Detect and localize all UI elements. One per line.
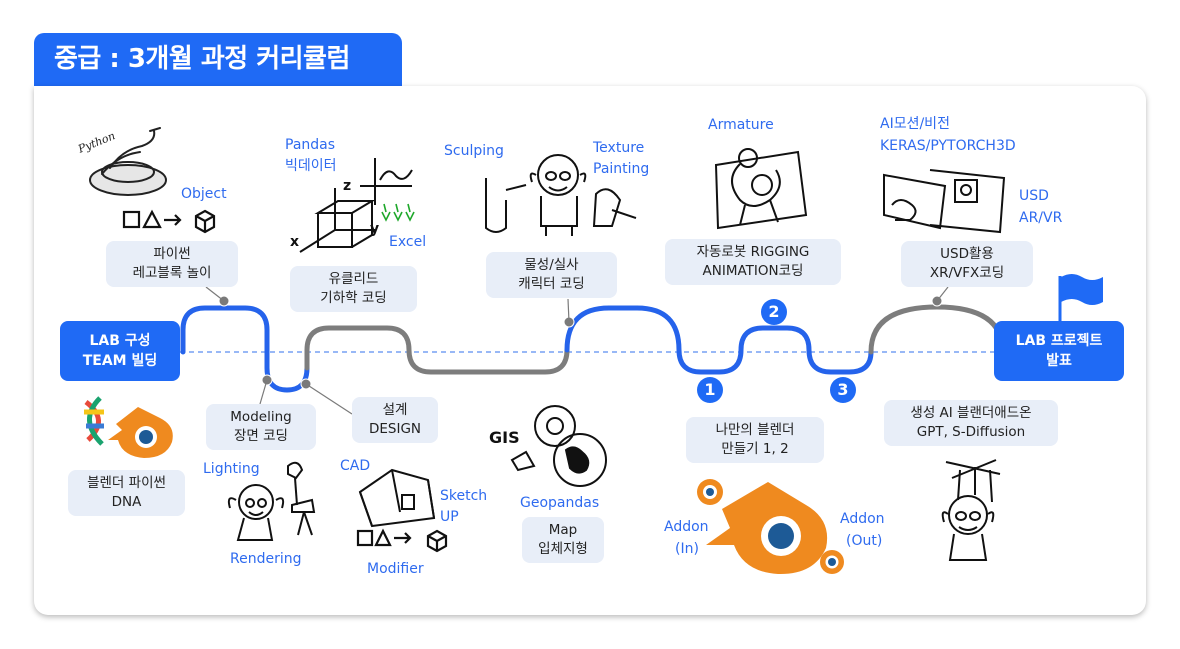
topic-box-generative-ai: 생성 AI 블랜더애드온 GPT, S-Diffusion — [884, 400, 1058, 446]
axis-x-label: x — [290, 234, 300, 250]
ar-vr-sketch-icon — [883, 169, 1006, 234]
path-segment-gray-2 — [868, 304, 1006, 355]
start-lab-team-button[interactable]: LAB 구성 TEAM 빌딩 — [60, 321, 180, 381]
gis-gears-icon — [510, 405, 607, 487]
topic-box-modeling: Modeling 장면 코딩 — [206, 404, 316, 450]
addon-in-sub-label: (In) — [675, 541, 699, 557]
box-line: 자동로봇 RIGGING — [696, 244, 810, 260]
box-line: 레고블록 놀이 — [132, 265, 212, 281]
cube-axes-icon — [299, 158, 413, 253]
cad-label: CAD — [340, 458, 371, 474]
excel-label: Excel — [389, 234, 427, 250]
box-line: 기하학 코딩 — [320, 290, 387, 306]
up-label: UP — [440, 509, 459, 525]
box-line: 물성/실사 — [524, 257, 579, 273]
box-line: 만들기 1, 2 — [721, 441, 789, 457]
rendering-label: Rendering — [230, 551, 302, 567]
box-line: 유클리드 — [328, 271, 379, 287]
object-label: Object — [181, 186, 227, 202]
addon-out-sub-label: (Out) — [846, 533, 883, 549]
ai-vision-label: AI모션/비전 — [880, 116, 950, 132]
topic-box-euclid: 유클리드 기하학 코딩 — [290, 266, 417, 312]
step-badge-1: 1 — [697, 377, 723, 403]
step-badge-3: 3 — [830, 377, 856, 403]
end-line1: LAB 프로젝트 — [1015, 333, 1103, 349]
step-badge-2: 2 — [761, 299, 787, 325]
topic-box-rigging: 자동로봇 RIGGING ANIMATION코딩 — [665, 239, 841, 285]
sketch-label: Sketch — [440, 488, 488, 504]
box-line: DESIGN — [368, 421, 422, 437]
addon-in-icon — [697, 479, 723, 505]
box-line: 캐릭터 코딩 — [518, 276, 585, 292]
modifier-label: Modifier — [367, 561, 424, 577]
geopandas-label: Geopandas — [520, 495, 600, 511]
bigdata-label: 빅데이터 — [285, 158, 337, 174]
dna-icon — [84, 396, 104, 446]
box-line: 나만의 블렌더 — [715, 422, 795, 438]
path-segment-blue-2 — [564, 305, 874, 375]
box-line: 입체지형 — [538, 541, 588, 557]
box-line: ANIMATION코딩 — [702, 263, 804, 279]
topic-box-blender-python-dna: 블렌더 파이썬 DNA — [68, 470, 185, 516]
modifier-shapes-icon — [356, 528, 448, 553]
start-line1: LAB 구성 — [89, 333, 151, 349]
topic-box-my-blender: 나만의 블렌더 만들기 1, 2 — [686, 417, 824, 463]
addon-out-icon — [820, 550, 844, 574]
sculping-label: Sculping — [444, 143, 504, 159]
box-line: USD활용 — [940, 246, 994, 262]
box-line: 생성 AI 블랜더애드온 — [910, 405, 1032, 421]
end-line2: 발표 — [1046, 353, 1072, 369]
topic-box-python: 파이썬 레고블록 놀이 — [106, 241, 238, 287]
armature-sketch-icon — [714, 148, 808, 230]
addon-out-label: Addon — [840, 511, 885, 527]
start-line2: TEAM 빌딩 — [82, 353, 158, 369]
box-line: 장면 코딩 — [234, 428, 288, 444]
box-line: XR/VFX코딩 — [929, 265, 1005, 281]
armature-label: Armature — [708, 117, 774, 133]
blender-logo-large-icon — [706, 482, 828, 575]
painting-label: Painting — [593, 161, 650, 177]
box-line: 파이썬 — [153, 246, 191, 262]
box-line: Map — [548, 522, 578, 538]
path-segment-gray-1 — [304, 325, 570, 375]
page-title: 중급 : 3개월 과정 커리큘럼 — [34, 33, 402, 86]
gis-label: GIS — [489, 428, 520, 447]
box-line: 설계 — [382, 402, 408, 418]
box-line: GPT, S-Diffusion — [916, 424, 1026, 440]
puppet-monkey-icon — [941, 459, 1001, 561]
blender-logo-icon — [108, 407, 173, 458]
topic-box-map: Map 입체지형 — [522, 517, 604, 563]
axis-y-label: y — [370, 221, 380, 237]
python-text: Python — [75, 129, 117, 156]
end-lab-project-button[interactable]: LAB 프로젝트 발표 — [994, 321, 1124, 381]
usd-label: USD — [1019, 188, 1049, 204]
monkey-sculpt-icon — [485, 154, 637, 236]
path-segment-blue-1 — [180, 305, 310, 393]
topic-box-design: 설계 DESIGN — [352, 397, 438, 443]
pandas-label: Pandas — [285, 137, 336, 153]
addon-in-label: Addon — [664, 519, 709, 535]
lighting-label: Lighting — [203, 461, 260, 477]
grass-icon — [381, 203, 415, 222]
arvr-label: AR/VR — [1019, 210, 1063, 226]
axis-z-label: z — [343, 178, 352, 194]
lighting-monkey-icon — [227, 461, 316, 541]
box-line: DNA — [111, 494, 142, 510]
texture-label: Texture — [593, 140, 645, 156]
shapes-arrow-cube-icon — [122, 209, 216, 234]
topic-box-usd: USD활용 XR/VFX코딩 — [901, 241, 1033, 287]
box-line: Modeling — [230, 409, 292, 425]
topic-box-character: 물성/실사 캐릭터 코딩 — [486, 252, 617, 298]
box-line: 블렌더 파이썬 — [87, 475, 166, 491]
keras-label: KERAS/PYTORCH3D — [880, 138, 1016, 154]
flag-icon — [1058, 274, 1103, 322]
house-sketch-icon — [358, 468, 436, 528]
python-snake-icon — [89, 127, 167, 196]
